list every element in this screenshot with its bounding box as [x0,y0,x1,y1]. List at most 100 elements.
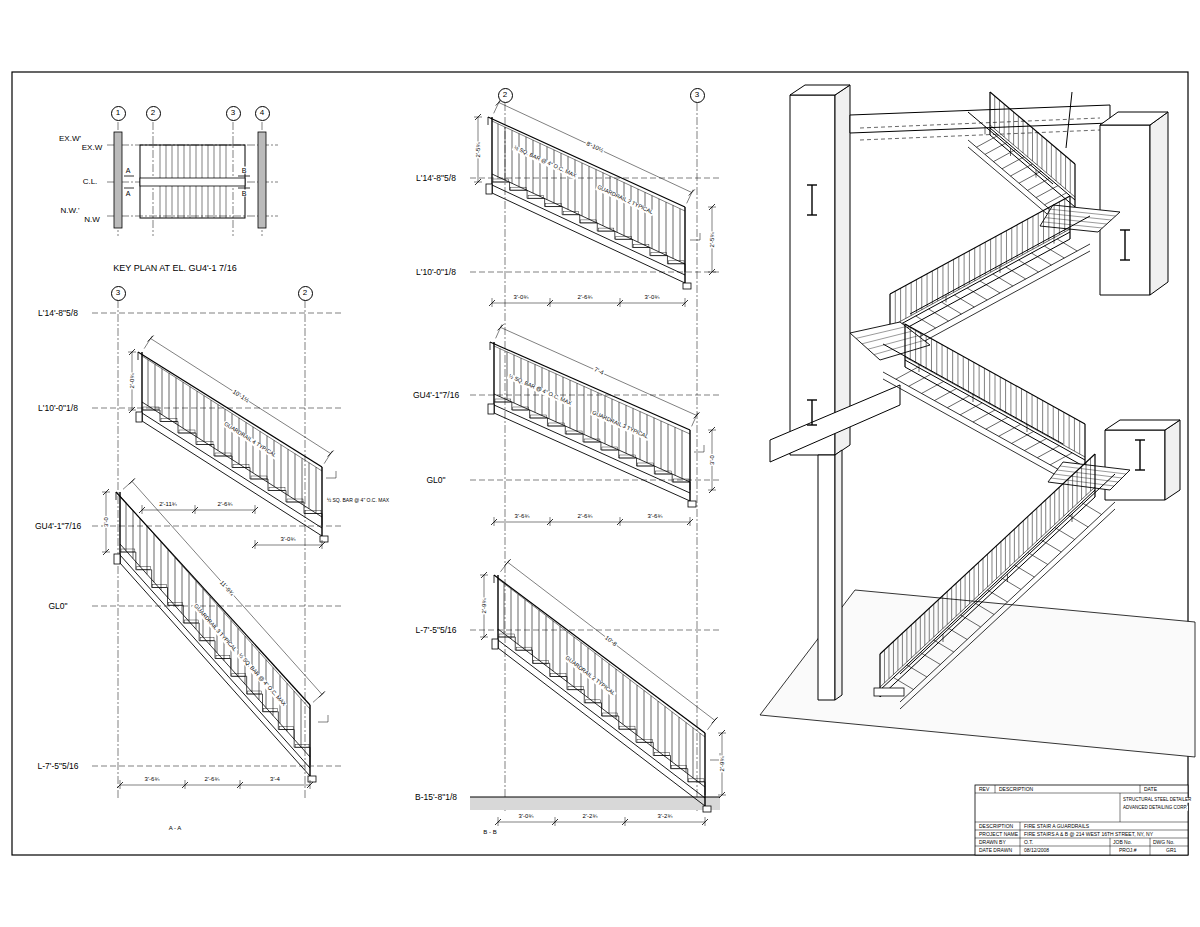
baluster [1008,108,1009,141]
title-block-cell: DESCRIPTION [998,787,1034,792]
tread-3d [907,665,927,677]
baluster [1017,225,1018,258]
baluster [884,650,885,683]
stair-steps [494,402,690,490]
wall [1105,430,1165,500]
baluster [1000,377,1001,410]
baluster [974,567,975,600]
tread-line [166,145,167,178]
baluster [987,554,988,587]
baluster [644,690,645,740]
baluster [1090,458,1091,491]
handrail-bracket [1010,148,1011,156]
dim-line [498,822,705,823]
rail-return [490,342,491,350]
tread-3d [1082,503,1102,515]
stringer [498,648,705,806]
grid-name: EX.W [81,144,103,152]
stringer [498,640,705,798]
dim-tick [307,782,313,788]
rail-post [989,92,990,135]
tread [216,656,230,659]
stair-steps [492,182,685,272]
rail-post [141,352,142,421]
baluster [610,176,611,229]
tread-line [184,186,185,218]
dim-tick [617,519,623,525]
rail-post [321,467,322,536]
baluster [539,610,540,660]
dim-tick [694,412,700,418]
dim-tick [481,572,487,578]
baluster [893,642,894,675]
tread-3d [1002,157,1024,169]
title-block-cell: FIRE STAIRS A & B @ 214 WEST 16TH STREET… [1023,832,1154,837]
baluster [916,280,917,313]
table-rule [995,785,996,793]
baluster [979,365,980,398]
dim-tick [319,542,325,548]
dimension-text: 3'-2¾ [657,813,674,819]
dimension-text: 2'-5¾ [475,142,481,159]
dim-tick [709,269,715,275]
stair-flight-3d [890,196,1090,349]
baluster [505,127,506,180]
baluster [532,605,533,655]
baluster [1064,199,1065,232]
dim-line [142,510,255,511]
baluster [1037,132,1038,165]
dimension [123,478,325,702]
baluster [225,409,226,455]
baluster [1027,219,1028,252]
baluster [969,571,970,604]
baluster [996,546,997,579]
baluster [1021,389,1022,422]
baluster [239,418,240,464]
baluster [931,339,932,372]
dimension [128,349,136,413]
baluster [309,463,310,509]
callout-note: GUARDRAIL 3 TYPICAL [192,603,238,654]
baluster [680,209,681,262]
grid-bubble: 3 [111,286,126,301]
stair-plan [140,145,245,218]
bottom-rail [880,487,1095,687]
baluster [287,683,288,731]
level-label: L'14'-8"5/8 [415,174,457,183]
baluster [1042,400,1043,433]
wall [258,132,266,228]
tread-line [226,145,227,178]
dim-tick [687,519,693,525]
callout-note: ½ SQ. BAR @ 4" O.C. MAX [507,373,573,407]
support-clip [114,554,120,564]
stair-flight [492,575,711,812]
baluster [1027,517,1028,550]
table-rule [975,822,1188,823]
baluster [294,691,295,739]
baluster [1070,160,1071,193]
dimension-text: 2'-11¾ [158,501,178,507]
dim-tick [475,179,481,185]
slope-symbol [326,471,336,478]
rail-post [684,207,685,283]
slope-triangle [690,233,700,240]
rail-post [1084,424,1085,467]
grid-bubble: 2 [498,88,513,103]
baluster [232,414,233,460]
baluster [638,189,639,242]
grid-line [697,103,698,812]
grid-line [107,216,278,217]
dim-tick [712,717,718,723]
section-mark-letter: A [125,190,132,197]
slope-symbol [690,233,700,240]
baluster [1079,421,1080,454]
baluster [957,353,958,386]
callout-note: ½ SQ. BAR @ 4" O.C. MAX [326,498,390,503]
baluster [672,712,673,762]
level-label: B-15'-8"1/8 [414,793,458,802]
tread [153,585,167,588]
tread-line [226,186,227,218]
base-plate [874,688,904,696]
tread-3d [961,615,981,627]
tread-line [166,186,167,218]
